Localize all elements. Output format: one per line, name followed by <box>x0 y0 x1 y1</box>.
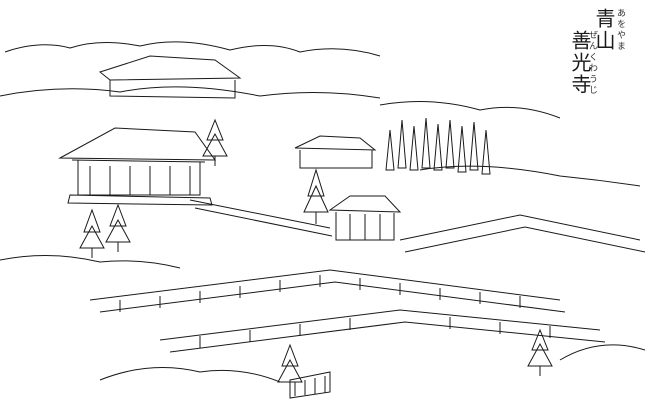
distant-treeline <box>0 41 641 187</box>
temple-name: 善光寺 <box>568 30 592 96</box>
place-name-reading: あをやま <box>615 8 625 52</box>
temple-name-reading: ぜんくわうじ <box>587 30 597 96</box>
temple-gate <box>328 195 402 241</box>
place-name: 青山 <box>592 8 616 52</box>
pine-trees <box>79 118 553 392</box>
foreground-hills <box>0 254 646 383</box>
road-and-fence <box>189 199 333 399</box>
cypress-grove <box>385 117 491 175</box>
upper-buildings <box>98 55 377 169</box>
town-rooftops <box>89 214 646 353</box>
main-hall <box>58 127 216 206</box>
